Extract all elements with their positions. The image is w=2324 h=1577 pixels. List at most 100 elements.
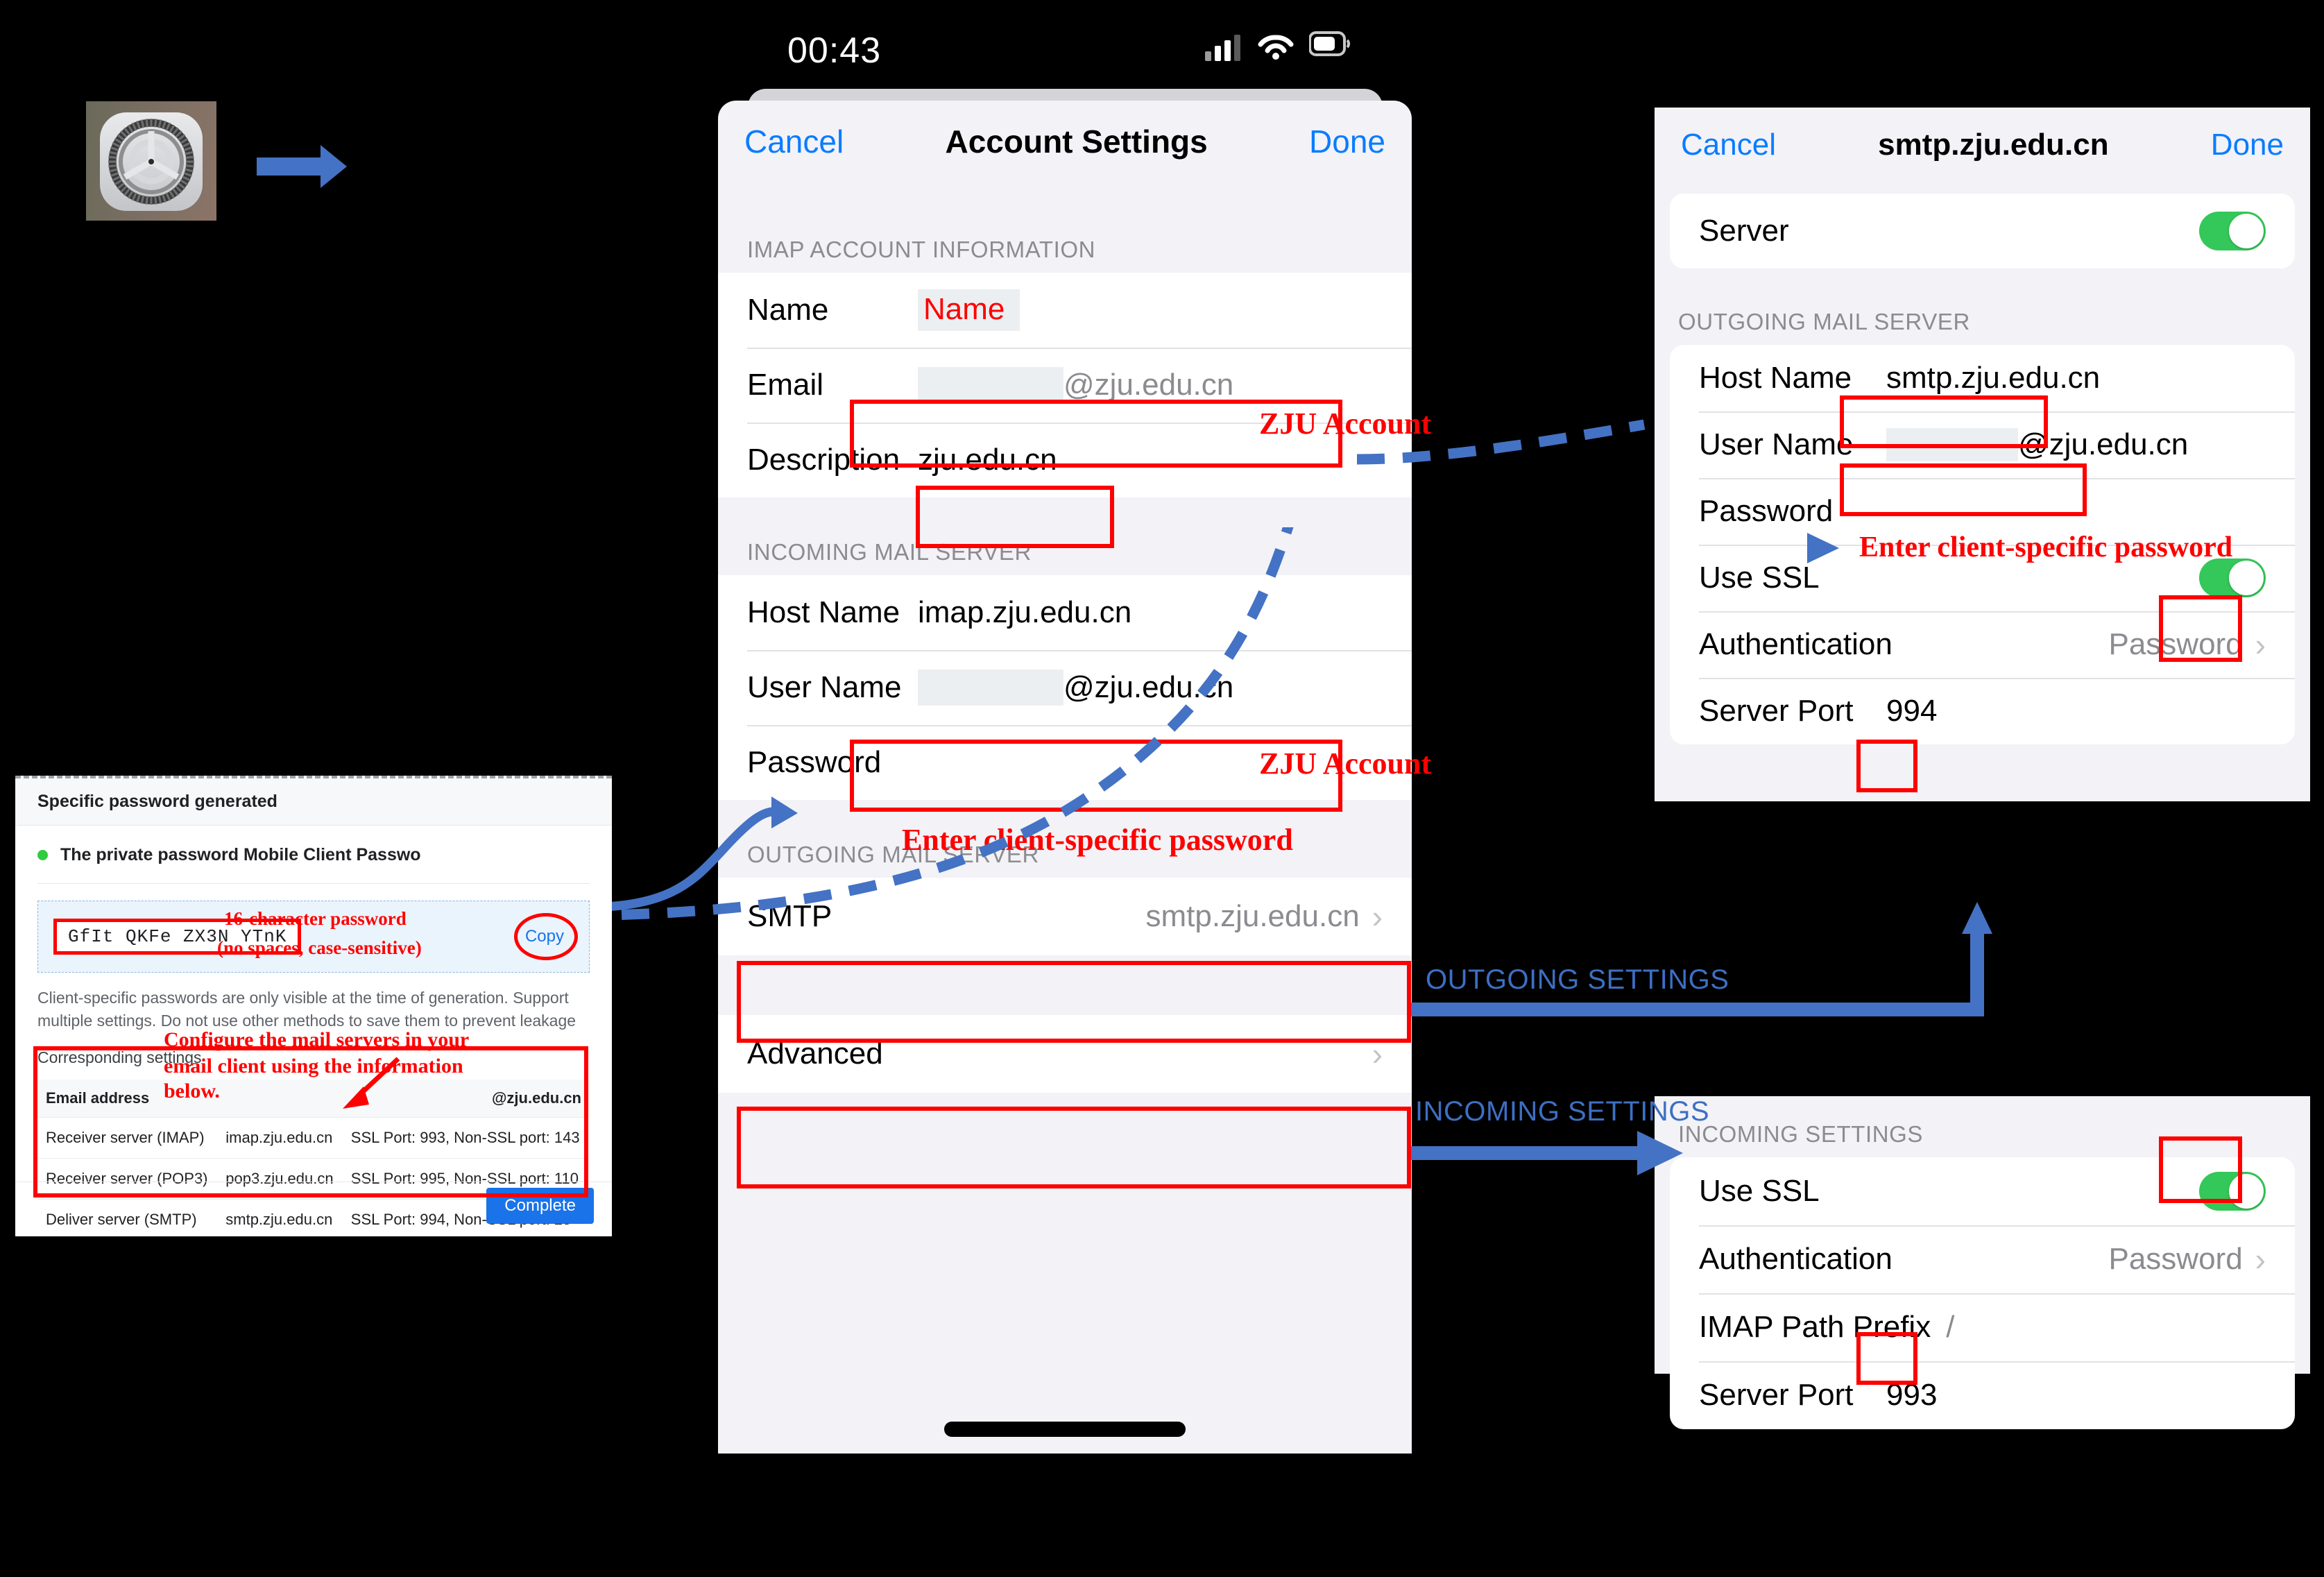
divider (37, 883, 590, 884)
row-name[interactable]: Name Name (718, 273, 1412, 348)
smtp-navbar: Cancel smtp.zju.edu.cn Done (1655, 108, 2310, 182)
imap-account-group: Name Name Email @zju.edu.cn Description … (718, 273, 1412, 497)
corresponding-settings-label: Corresponding settings (37, 1048, 202, 1066)
smtp-authentication-value: Password (2108, 627, 2243, 661)
smtp-host-name-label: Host Name (1699, 361, 1852, 395)
name-input[interactable]: Name (923, 292, 1005, 326)
row-smtp-user-name[interactable]: User Name @zju.edu.cn (1670, 411, 2295, 478)
smtp-done-button[interactable]: Done (2210, 128, 2284, 162)
wifi-icon (1258, 31, 1294, 65)
smtp-host-name-input[interactable]: smtp.zju.edu.cn (1886, 361, 2101, 395)
row-incoming-authentication[interactable]: Authentication Password › (1670, 1225, 2295, 1293)
cellular-signal-icon (1204, 32, 1242, 66)
description-input[interactable]: zju.edu.cn (918, 443, 1057, 477)
row-incoming-use-ssl[interactable]: Use SSL (1670, 1157, 2295, 1225)
settings-app-icon-tile (86, 101, 216, 221)
row-name-label: Name (747, 293, 829, 327)
copy-to-password-arrow (570, 796, 798, 912)
smtp-cancel-button[interactable]: Cancel (1681, 128, 1776, 162)
password-window-title: Specific password generated (37, 792, 277, 811)
section-header-incoming: INCOMING MAIL SERVER (747, 539, 1032, 565)
row-smtp-authentication[interactable]: Authentication Password › (1670, 611, 2295, 678)
account-settings-navbar: Cancel Account Settings Done (718, 101, 1412, 182)
row-email-label: Email (747, 368, 824, 402)
incoming-mail-server-group: Host Name imap.zju.edu.cn User Name @zju… (718, 575, 1412, 800)
status-bar: 00:43 (718, 19, 1412, 82)
annotation-16-char-line2: (no spaces, case-sensitive) (217, 937, 422, 958)
advanced-group: Advanced › (718, 1015, 1412, 1093)
copy-highlight-ellipse (514, 913, 578, 960)
smtp-password-label: Password (1699, 494, 1834, 528)
imap-path-prefix-input[interactable]: / (1946, 1310, 1955, 1344)
smtp-server-toggle-group: Server (1670, 194, 2295, 268)
done-button[interactable]: Done (1309, 123, 1385, 160)
row-smtp-use-ssl[interactable]: Use SSL (1670, 545, 2295, 611)
private-password-text: The private password Mobile Client Passw… (60, 845, 421, 864)
incoming-server-port-input[interactable]: 993 (1886, 1378, 1938, 1412)
chevron-right-icon: › (2255, 1241, 2266, 1277)
copy-button[interactable]: Copy (524, 927, 564, 946)
battery-icon (1308, 31, 1352, 62)
row-pop3-host: pop3.zju.edu.cn (217, 1157, 343, 1200)
table-header-email-address: Email address (37, 1079, 218, 1118)
outgoing-settings-connector-arrow (1411, 902, 1992, 1016)
row-description[interactable]: Description zju.edu.cn (718, 423, 1412, 497)
home-indicator[interactable] (944, 1422, 1186, 1437)
smtp-section-header: OUTGOING MAIL SERVER (1678, 309, 1970, 334)
blue-right-arrow-icon (257, 142, 347, 194)
server-toggle-label: Server (1699, 214, 1789, 248)
row-smtp-password[interactable]: Password (1670, 478, 2295, 545)
private-password-line: The private password Mobile Client Passw… (37, 845, 590, 865)
row-imap-path-prefix[interactable]: IMAP Path Prefix / (1670, 1293, 2295, 1361)
copy-to-smtp-password-dashed-arrow (575, 527, 1294, 921)
status-dot-icon (37, 850, 48, 860)
row-advanced[interactable]: Advanced › (718, 1015, 1412, 1093)
row-incoming-host-name[interactable]: Host Name imap.zju.edu.cn (718, 575, 1412, 650)
table-header-row: Email address @zju.edu.cn (37, 1079, 590, 1118)
chevron-right-icon: › (1372, 898, 1383, 935)
row-server-toggle[interactable]: Server (1670, 194, 2295, 268)
complete-button[interactable]: Complete (486, 1188, 594, 1224)
label-outgoing-settings: OUTGOING SETTINGS (1426, 964, 1729, 995)
account-settings-sheet: Cancel Account Settings Done IMAP ACCOUN… (718, 101, 1412, 1454)
row-host-name-label: Host Name (747, 595, 900, 629)
row-imap-host: imap.zju.edu.cn (217, 1116, 343, 1159)
generated-password-value[interactable]: GfIt QKFe ZX3N YTnK (53, 919, 302, 955)
row-imap-name: Receiver server (IMAP) (37, 1116, 218, 1159)
smtp-value: smtp.zju.edu.cn (1145, 899, 1360, 933)
smtp-server-port-input[interactable]: 994 (1886, 694, 1938, 728)
row-incoming-server-port[interactable]: Server Port 993 (1670, 1361, 2295, 1429)
annotation-configure-line1: Configure the mail servers in your (164, 1028, 470, 1051)
chevron-right-icon: › (1372, 1036, 1383, 1072)
row-smtp-server-port[interactable]: Server Port 994 (1670, 678, 2295, 744)
incoming-use-ssl-switch[interactable] (2199, 1172, 2266, 1211)
incoming-settings-connector-arrow (1411, 1131, 1683, 1175)
row-pop3-name: Receiver server (POP3) (37, 1157, 218, 1200)
row-imap-ports: SSL Port: 993, Non-SSL port: 143 (342, 1116, 590, 1159)
row-smtp-host-name[interactable]: Host Name smtp.zju.edu.cn (1670, 345, 2295, 411)
incoming-host-name-input[interactable]: imap.zju.edu.cn (918, 595, 1132, 629)
email-input[interactable]: @zju.edu.cn (1063, 368, 1234, 402)
label-incoming-settings: INCOMING SETTINGS (1415, 1096, 1710, 1127)
row-email[interactable]: Email @zju.edu.cn (718, 348, 1412, 423)
annotation-16-char-line1: 16-character password (224, 908, 407, 929)
status-bar-time: 00:43 (787, 31, 882, 71)
cancel-button[interactable]: Cancel (744, 123, 844, 160)
row-incoming-password[interactable]: Password (718, 725, 1412, 800)
smtp-use-ssl-switch[interactable] (2199, 559, 2266, 597)
table-row: Receiver server (IMAP) imap.zju.edu.cn S… (37, 1116, 590, 1159)
annotation-enter-password-imap: Enter client-specific password (902, 823, 1293, 857)
red-pointer-arrow (343, 1057, 400, 1109)
row-user-name-label: User Name (747, 670, 902, 704)
server-toggle-switch[interactable] (2199, 212, 2266, 250)
smtp-use-ssl-label: Use SSL (1699, 561, 1820, 595)
user-name-redacted-mask (918, 670, 1063, 706)
row-incoming-user-name[interactable]: User Name @zju.edu.cn (718, 650, 1412, 725)
password-note: Client-specific passwords are only visib… (37, 989, 576, 1030)
smtp-user-name-input[interactable]: @zju.edu.cn (2018, 427, 2189, 461)
smtp-authentication-label: Authentication (1699, 627, 1892, 661)
section-header-imap: IMAP ACCOUNT INFORMATION (747, 237, 1096, 262)
smtp-user-name-redacted-mask (1886, 428, 2018, 461)
incoming-fields-group: Use SSL Authentication Password › IMAP P… (1670, 1157, 2295, 1429)
row-advanced-label: Advanced (747, 1037, 883, 1071)
